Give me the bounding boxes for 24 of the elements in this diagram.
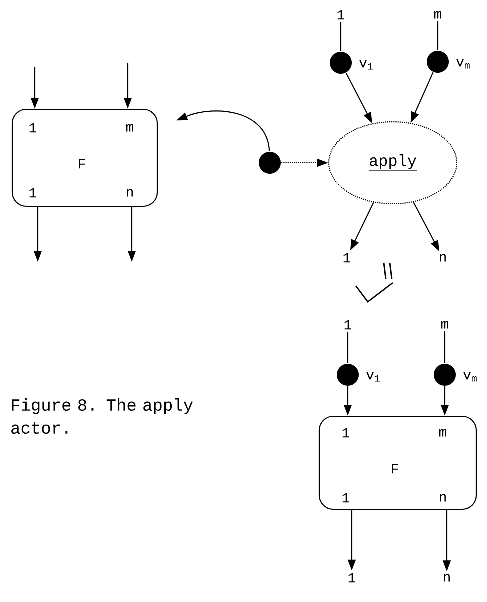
port-label: n bbox=[444, 574, 450, 582]
port-label: m bbox=[439, 429, 446, 437]
port-label: n bbox=[440, 494, 446, 502]
port-label: m bbox=[434, 11, 442, 19]
token-label: v$_{1}$ bbox=[360, 60, 373, 70]
port-label: m bbox=[441, 321, 448, 329]
token-label: v$_{m}$ bbox=[464, 372, 477, 382]
port-label: 1 bbox=[30, 123, 37, 133]
port-label: n bbox=[127, 189, 133, 197]
port-label: 1 bbox=[342, 493, 350, 503]
port-label: m bbox=[126, 124, 134, 132]
port-label: 1 bbox=[344, 320, 352, 330]
port-label: 1 bbox=[344, 253, 351, 263]
port-label: 1 bbox=[30, 188, 37, 198]
actor-name: F bbox=[79, 159, 86, 169]
figure-caption: Figure 8. The apply actor. bbox=[12, 398, 193, 434]
token-label: v$_{m}$ bbox=[456, 59, 470, 69]
port-label: 1 bbox=[342, 428, 350, 438]
token-label: v$_{1}$ bbox=[366, 372, 380, 382]
port-label: n bbox=[440, 254, 446, 262]
port-label: 1 bbox=[338, 10, 345, 20]
port-label: 1 bbox=[348, 573, 356, 583]
token-dot bbox=[259, 152, 281, 174]
actor-name: F bbox=[392, 464, 398, 474]
